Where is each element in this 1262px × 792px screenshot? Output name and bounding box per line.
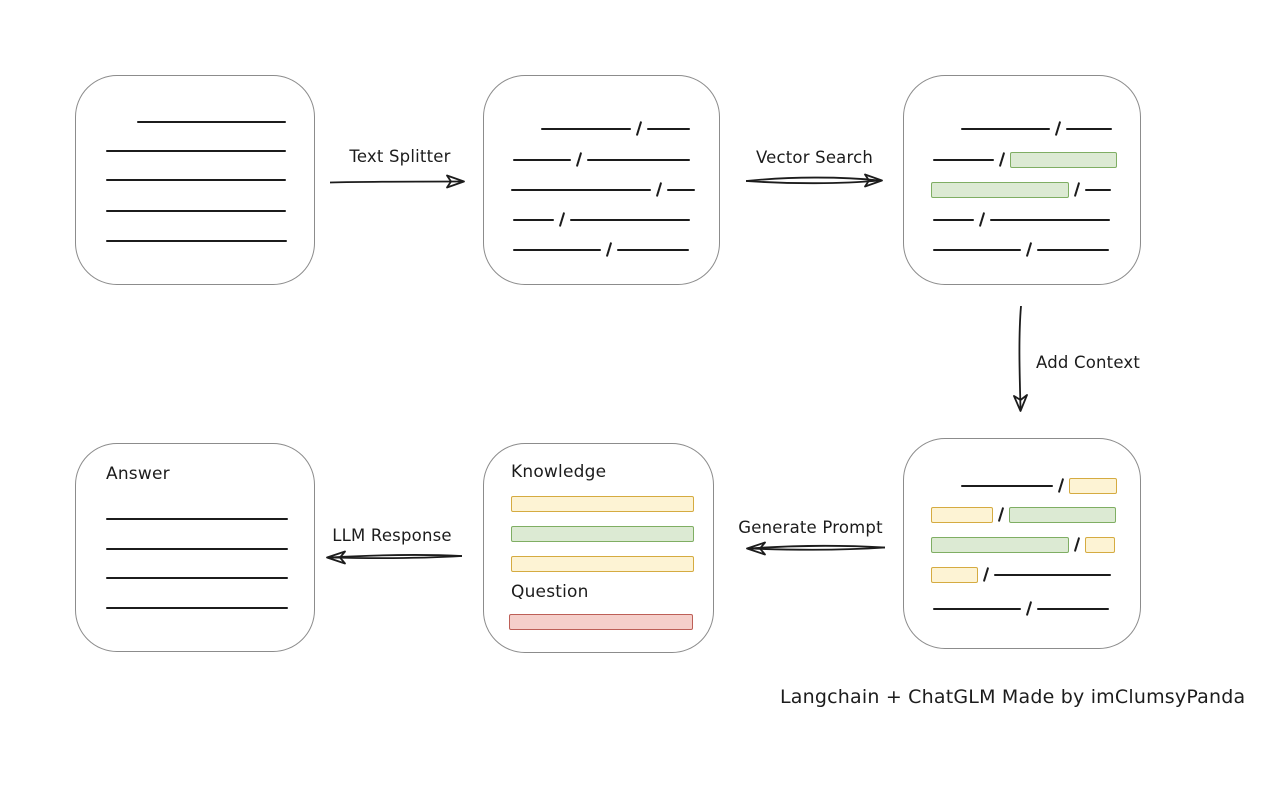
- vector-search-label: Vector Search: [755, 148, 874, 167]
- chunk-row: [961, 477, 1117, 494]
- text-line: [106, 210, 286, 212]
- split-slash: [655, 182, 663, 197]
- text-line: [647, 127, 690, 130]
- node-context-chunks: [903, 438, 1141, 649]
- text-line: [617, 248, 689, 251]
- chunk-row: [513, 151, 690, 168]
- text-line: [106, 179, 286, 181]
- text-line: [106, 240, 287, 242]
- text-line: [513, 218, 554, 221]
- add-context-label: Add Context: [1036, 353, 1141, 372]
- chunk-row: [931, 506, 1116, 523]
- chunk-row: [961, 120, 1112, 137]
- text-line: [994, 573, 1111, 576]
- split-slash: [997, 507, 1005, 522]
- chunk-row: [933, 151, 1117, 168]
- node-answer: Answer: [75, 443, 315, 652]
- split-slash: [1057, 478, 1065, 493]
- llm-response-label: LLM Response: [332, 526, 452, 545]
- split-slash: [558, 212, 566, 227]
- text-line: [1037, 607, 1109, 610]
- chunk-row: [541, 120, 690, 137]
- split-slash: [1054, 121, 1062, 136]
- split-slash: [575, 152, 583, 167]
- split-slash: [1025, 601, 1033, 616]
- chunk-row: [933, 241, 1109, 258]
- generate-prompt-arrow: [746, 541, 885, 556]
- matched-chunk-green: [1009, 506, 1116, 523]
- text-line: [137, 121, 286, 123]
- text-line: [667, 188, 695, 191]
- vector-search-arrow: [746, 173, 883, 188]
- split-slash: [978, 212, 986, 227]
- generate-prompt-label: Generate Prompt: [738, 518, 883, 537]
- split-slash: [1025, 242, 1033, 257]
- node-document: [75, 75, 315, 285]
- chunk-row: [933, 211, 1110, 228]
- context-chunk-yellow: [1069, 477, 1117, 494]
- llm-response-arrow: [326, 550, 462, 565]
- text-splitter-arrow: [330, 174, 465, 189]
- chunk-row: [931, 181, 1111, 198]
- text-line: [513, 248, 601, 251]
- split-slash: [1073, 182, 1081, 197]
- context-chunk-yellow: [1085, 536, 1115, 553]
- text-line: [933, 218, 974, 221]
- question-label: Question: [511, 582, 589, 602]
- text-line: [587, 158, 690, 161]
- knowledge-bar-green: [511, 526, 694, 542]
- split-slash: [982, 567, 990, 582]
- text-line: [511, 188, 651, 191]
- node-prompt: Knowledge Question: [483, 443, 714, 653]
- text-line: [513, 158, 571, 161]
- text-line: [933, 158, 994, 161]
- split-slash: [635, 121, 643, 136]
- text-line: [961, 484, 1053, 487]
- knowledge-label: Knowledge: [511, 462, 607, 482]
- text-line: [570, 218, 690, 221]
- chunk-row: [513, 211, 690, 228]
- split-slash: [1073, 537, 1081, 552]
- chunk-row: [513, 241, 689, 258]
- context-chunk-yellow: [931, 506, 993, 523]
- text-line: [106, 518, 288, 520]
- context-chunk-yellow: [931, 566, 978, 583]
- text-line: [541, 127, 631, 130]
- chunk-row: [511, 181, 695, 198]
- add-context-arrow: [1013, 306, 1028, 412]
- text-line: [106, 577, 288, 579]
- text-line: [1037, 248, 1109, 251]
- text-line: [961, 127, 1050, 130]
- matched-chunk-green: [931, 181, 1069, 198]
- node-split-chunks: [483, 75, 720, 285]
- text-line: [933, 248, 1021, 251]
- caption: Langchain + ChatGLM Made by imClumsyPand…: [780, 686, 1246, 708]
- split-slash: [998, 152, 1006, 167]
- text-line: [1085, 188, 1111, 191]
- text-line: [106, 607, 288, 609]
- knowledge-bar-yellow: [511, 496, 694, 512]
- split-slash: [605, 242, 613, 257]
- text-line: [106, 548, 288, 550]
- text-line: [1066, 127, 1112, 130]
- node-matched-chunks: [903, 75, 1141, 285]
- chunk-row: [931, 536, 1115, 553]
- chunk-row: [931, 566, 1111, 583]
- chunk-row: [933, 600, 1109, 617]
- knowledge-bar-yellow: [511, 556, 694, 572]
- text-line: [933, 607, 1021, 610]
- text-line: [990, 218, 1110, 221]
- answer-label: Answer: [106, 464, 170, 484]
- text-splitter-label: Text Splitter: [349, 147, 451, 166]
- question-bar-red: [509, 614, 693, 630]
- matched-chunk-green: [931, 536, 1069, 553]
- text-line: [106, 150, 286, 152]
- matched-chunk-green: [1010, 151, 1117, 168]
